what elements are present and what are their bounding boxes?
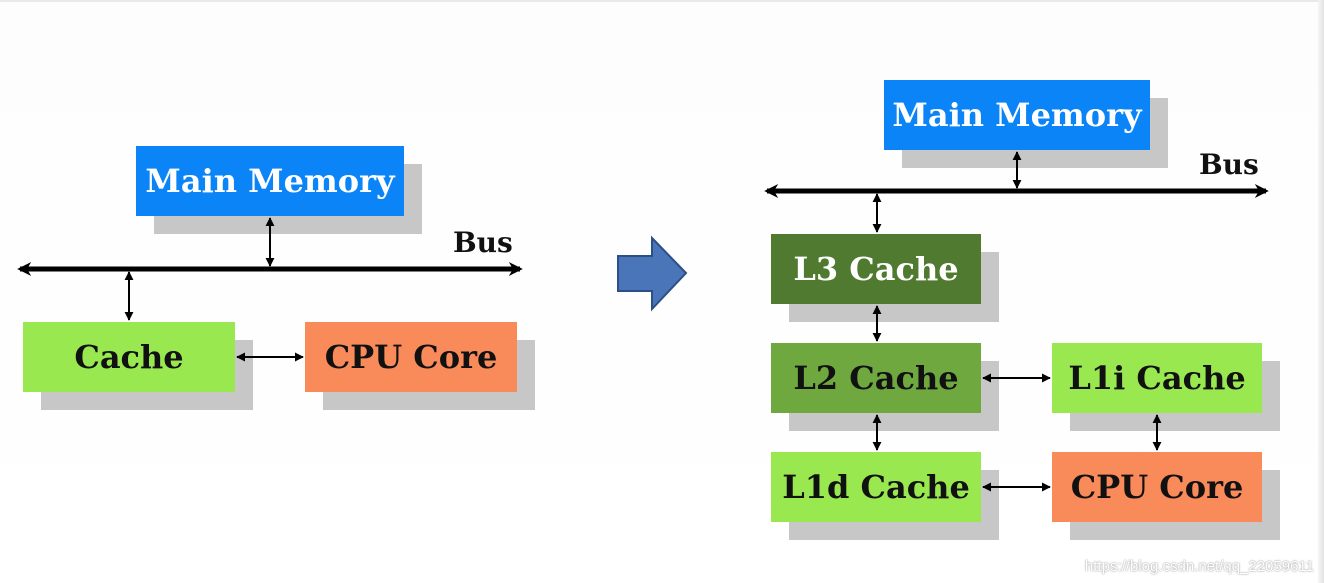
page-edge [0,0,1324,2]
l2-cache-box: L2 Cache [771,343,981,413]
left-cpu-core-box: CPU Core [305,322,517,392]
left-cache-box: Cache [23,322,235,392]
l3-cache-box: L3 Cache [771,234,981,304]
watermark-text: https://blog.csdn.net/qq_22059611 [1084,558,1314,575]
right-cpu-core-box: CPU Core [1052,452,1262,522]
right-bus-label: Bus [1199,148,1259,181]
left-bus-label: Bus [453,226,513,259]
l1i-cache-box: L1i Cache [1052,343,1262,413]
right-main-memory-box: Main Memory [884,80,1150,150]
l1d-cache-box: L1d Cache [771,452,981,522]
page-edge [1318,0,1324,583]
left-main-memory-box: Main Memory [136,146,404,216]
transition-arrow-icon [617,235,688,312]
